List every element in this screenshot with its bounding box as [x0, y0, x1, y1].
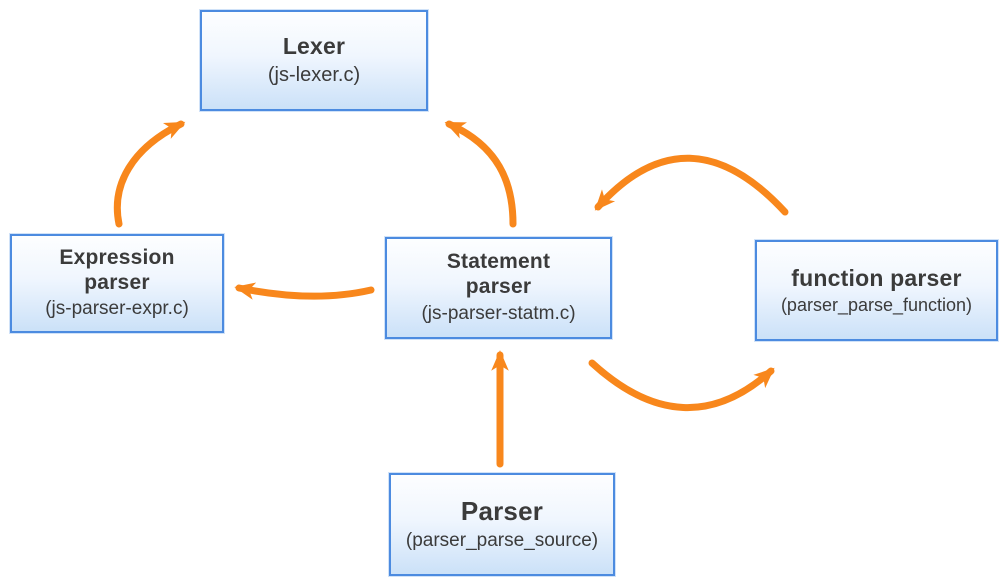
- node-expression-parser-subtitle: (js-parser-expr.c): [45, 298, 189, 320]
- node-parser-subtitle: (parser_parse_source): [405, 529, 599, 551]
- node-function-parser-title: function parser: [791, 264, 962, 291]
- node-lexer: Lexer (js-lexer.c): [200, 10, 428, 111]
- node-statement-parser-title: Statement parser: [447, 250, 550, 300]
- arrow-expression-parser-to-lexer: [113, 120, 186, 228]
- node-expression-parser-title-line2: parser: [84, 270, 150, 294]
- node-function-parser: function parser (parser_parse_function): [755, 240, 998, 341]
- node-expression-parser: Expression parser (js-parser-expr.c): [10, 234, 224, 333]
- node-statement-parser-subtitle: (js-parser-statm.c): [421, 302, 576, 324]
- arrow-statement-parser-to-lexer: [444, 120, 517, 228]
- arrow-function-parser-to-statement-parser: [594, 154, 789, 216]
- arrow-statement-parser-to-function-parser: [588, 359, 775, 412]
- node-function-parser-subtitle: (parser_parse_function): [780, 294, 973, 315]
- node-statement-parser-title-line2: parser: [465, 275, 532, 299]
- node-statement-parser: Statement parser (js-parser-statm.c): [385, 237, 612, 339]
- node-parser-title: Parser: [460, 496, 544, 527]
- node-lexer-subtitle: (js-lexer.c): [267, 63, 361, 86]
- node-lexer-title: Lexer: [282, 33, 346, 60]
- node-statement-parser-title-line1: Statement: [446, 250, 551, 274]
- node-parser: Parser (parser_parse_source): [389, 473, 615, 576]
- node-expression-parser-title: Expression parser: [59, 246, 174, 296]
- arrow-statement-parser-to-expression-parser: [234, 282, 375, 300]
- node-expression-parser-title-line1: Expression: [59, 245, 175, 269]
